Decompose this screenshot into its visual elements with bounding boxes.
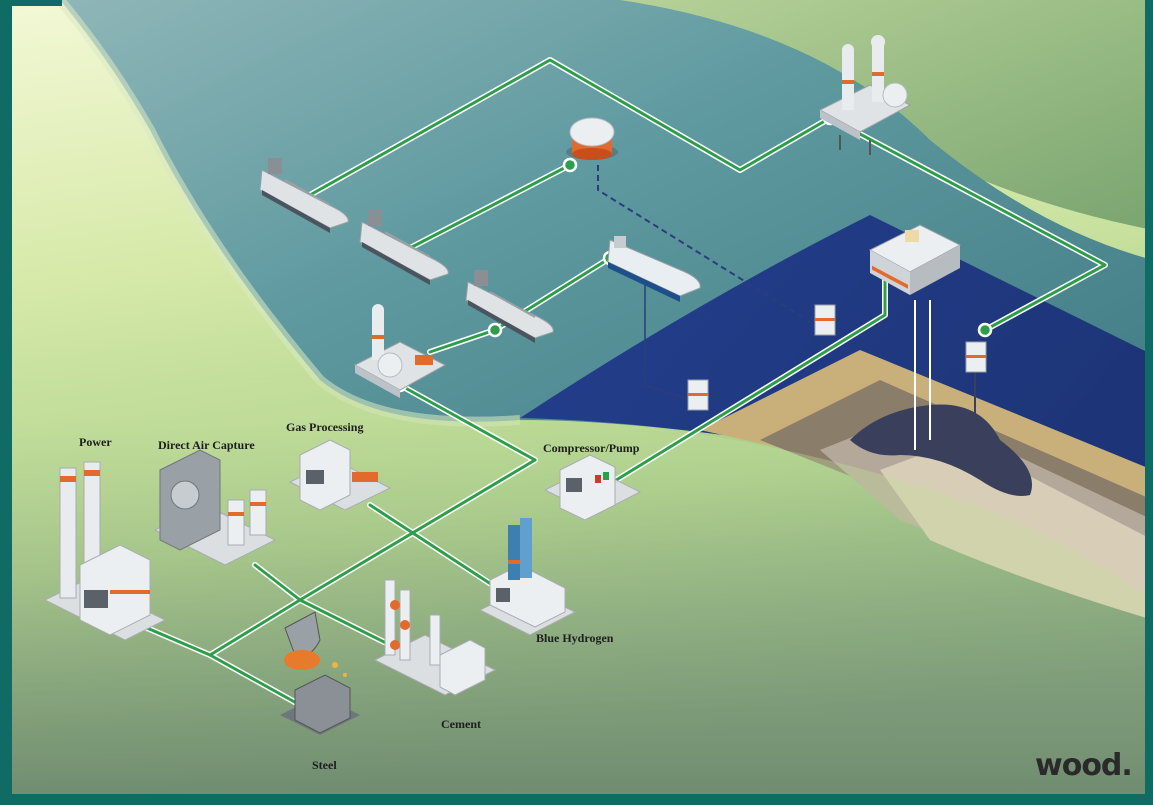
reservoir	[850, 404, 1032, 496]
gas-processing-plant	[288, 439, 392, 511]
label-blue-hydrogen: Blue Hydrogen	[536, 631, 614, 645]
ship-2	[359, 210, 449, 285]
lng-carrier	[607, 236, 701, 302]
ship-3	[465, 270, 554, 343]
label-steel: Steel	[312, 758, 337, 772]
strata-base	[880, 440, 1153, 620]
label-compressor-pump: Compressor/Pump	[543, 441, 640, 455]
dashed-pipeline	[597, 165, 816, 326]
export-terminal	[353, 304, 447, 398]
label-power: Power	[79, 435, 112, 449]
label-direct-air-capture: Direct Air Capture	[158, 438, 255, 452]
well-line	[644, 280, 691, 401]
label-cement: Cement	[441, 717, 481, 731]
wellhead-2	[687, 379, 709, 411]
label-gas-processing: Gas Processing	[286, 420, 364, 434]
steel-plant	[280, 611, 360, 735]
right-frame	[1145, 0, 1153, 800]
bottom-frame	[12, 794, 1153, 800]
direct-air-capture-unit	[153, 449, 277, 566]
offshore-platform-top	[818, 35, 912, 155]
floating-storage	[566, 117, 618, 160]
left-frame	[0, 0, 12, 800]
far-shore	[560, 0, 1153, 230]
injection-platform	[868, 224, 962, 295]
power-plant	[43, 461, 167, 641]
ship-1	[259, 158, 349, 233]
blue-hydrogen-plant	[478, 518, 577, 636]
cement-plant	[373, 579, 497, 696]
compressor-pump-station	[543, 454, 642, 521]
wellhead-1	[814, 304, 836, 336]
wood-logo: wood.	[1035, 748, 1133, 783]
wellhead-3	[965, 341, 987, 373]
